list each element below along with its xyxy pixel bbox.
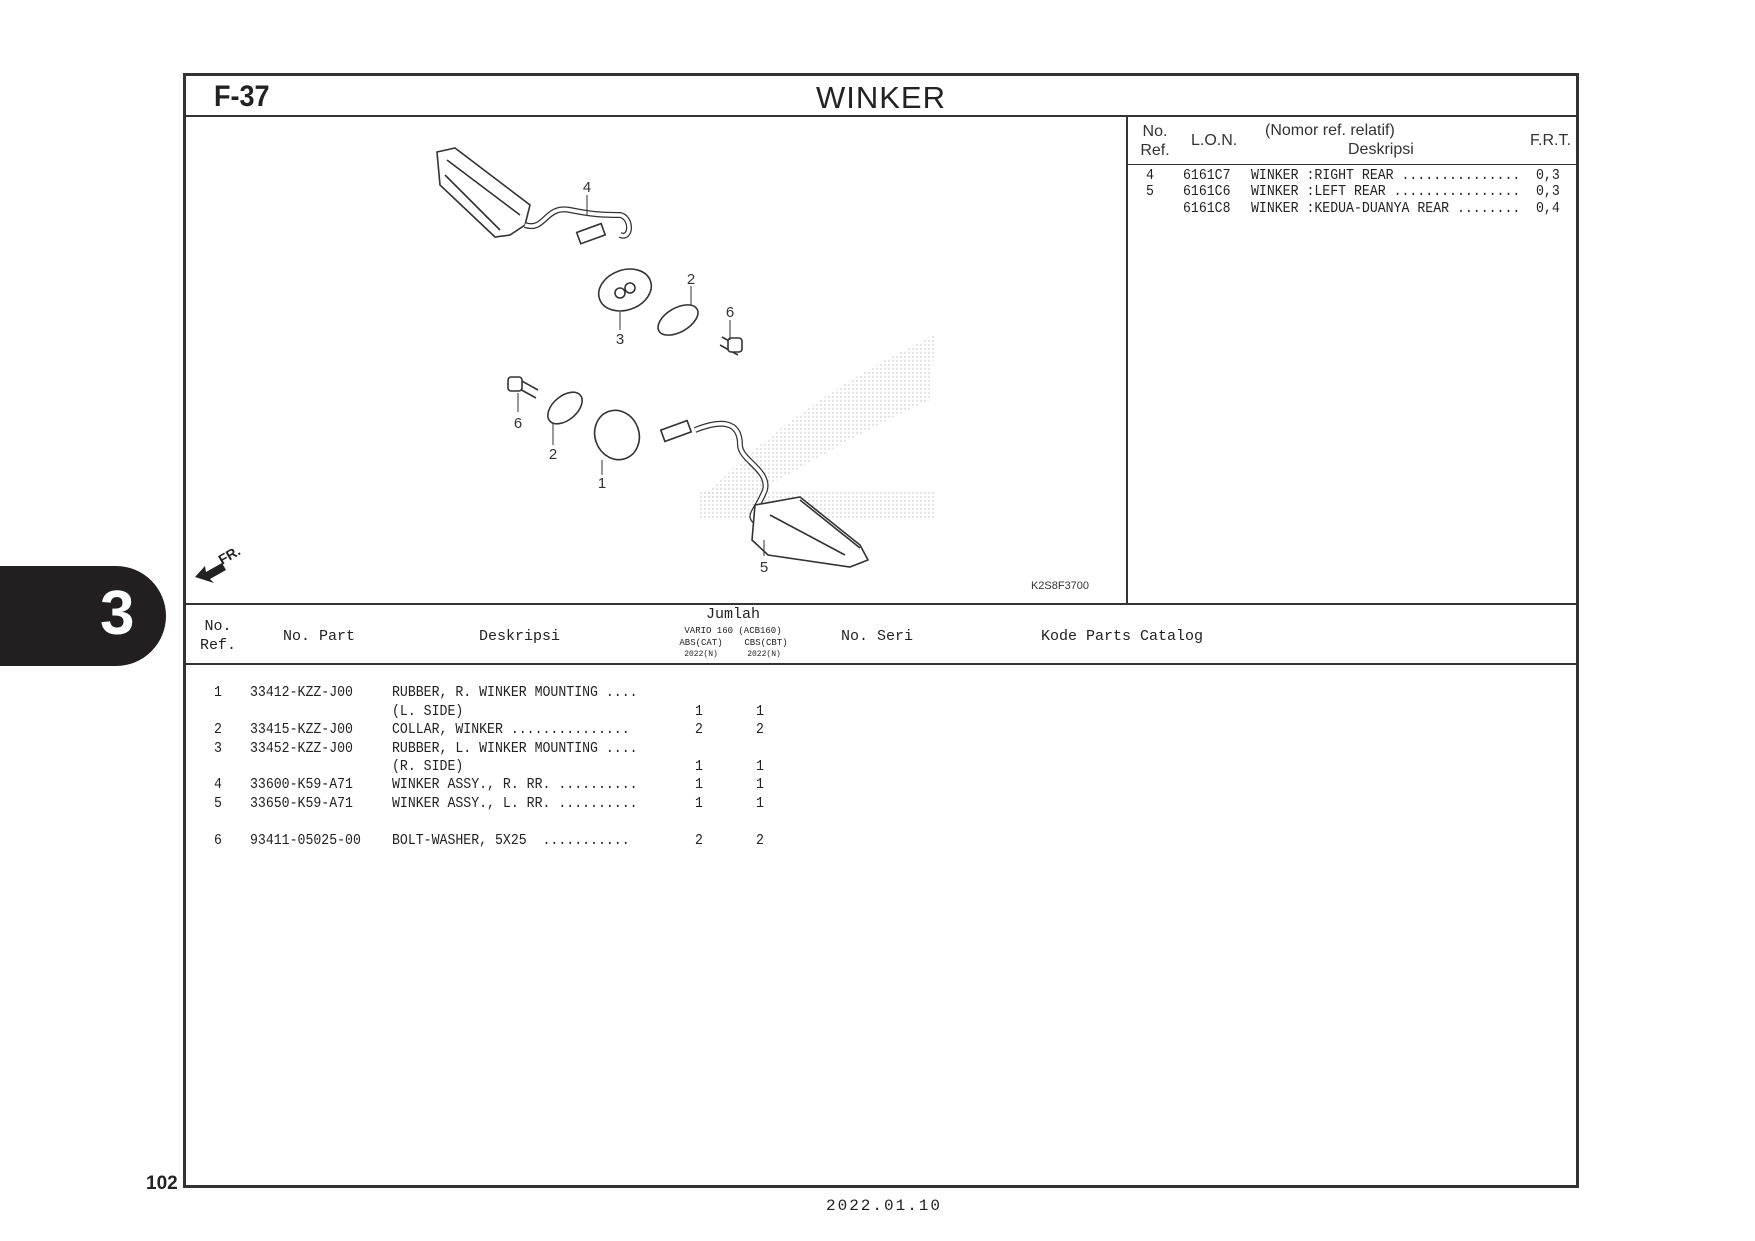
parts-header-model: VARIO 160 (ACB160) (684, 626, 782, 636)
qty-abs: 2 (695, 832, 703, 849)
diagram-code: K2S8F3700 (1031, 580, 1089, 592)
callout-4: 4 (583, 179, 591, 196)
divider (183, 603, 1579, 605)
callout-leaders (517, 195, 765, 556)
winker-assy-left-icon (659, 419, 870, 568)
page-title: WINKER (816, 80, 946, 115)
callout-2: 2 (549, 446, 557, 463)
parts-header-year2: 2022(N) (747, 650, 781, 659)
labor-header-lon: L.O.N. (1191, 132, 1238, 149)
callout-2: 2 (687, 271, 695, 288)
labor-header-frt: F.R.T. (1530, 132, 1571, 149)
labor-desc: WINKER :RIGHT REAR ............... (1251, 167, 1521, 184)
parts-header-cbs: CBS(CBT) (744, 638, 788, 648)
svg-text:FR.: FR. (216, 542, 244, 567)
callout-1: 1 (598, 475, 606, 492)
part-ref: 2 (214, 721, 222, 738)
revision-date: 2022.01.10 (825, 1197, 943, 1215)
parts-header-desc: Deskripsi (479, 628, 561, 645)
divider (1126, 115, 1128, 604)
chapter-tab (0, 566, 166, 666)
part-ref: 1 (214, 684, 222, 701)
parts-header-catalog: Kode Parts Catalog (1041, 628, 1204, 645)
labor-desc: WINKER :KEDUA-DUANYA REAR ........ (1251, 200, 1521, 217)
callout-5: 5 (760, 559, 768, 576)
parts-header-serial: No. Seri (841, 628, 914, 645)
divider (183, 115, 1579, 117)
parts-header-abs: ABS(CAT) (679, 638, 723, 648)
qty-cbs: 1 (756, 703, 764, 720)
labor-lon: 6161C6 (1183, 183, 1231, 200)
labor-ref: 4 (1146, 167, 1154, 184)
part-number: 33412-KZZ-J00 (250, 684, 353, 701)
rubber-mounting-icon (507, 268, 743, 461)
part-description: BOLT-WASHER, 5X25 ........... (392, 832, 630, 849)
part-ref: 5 (214, 795, 222, 812)
labor-header-desc-note: (Nomor ref. relatif) (1265, 122, 1395, 139)
part-ref: 4 (214, 776, 222, 793)
parts-header-year1: 2022(N) (684, 650, 718, 659)
divider (183, 663, 1579, 665)
part-number: 33415-KZZ-J00 (250, 721, 353, 738)
callout-6: 6 (726, 304, 734, 321)
part-description: WINKER ASSY., L. RR. .......... (392, 795, 638, 812)
qty-abs: 1 (695, 795, 703, 812)
labor-lon: 6161C8 (1183, 200, 1231, 217)
part-description: RUBBER, R. WINKER MOUNTING .... (392, 684, 638, 701)
part-description: COLLAR, WINKER ............... (392, 721, 630, 738)
labor-header-desc: Deskripsi (1348, 141, 1414, 158)
parts-header-qty: Jumlah (705, 606, 761, 623)
parts-header-ref: No. Ref. (200, 618, 237, 654)
part-description: (R. SIDE) (392, 758, 464, 775)
part-ref: 6 (214, 832, 222, 849)
qty-abs: 1 (695, 758, 703, 775)
qty-abs: 1 (695, 776, 703, 793)
qty-cbs: 1 (756, 795, 764, 812)
part-number: 33650-K59-A71 (250, 795, 353, 812)
labor-frt: 0,3 (1536, 167, 1560, 184)
page-number: 102 (146, 1173, 178, 1194)
labor-frt: 0,3 (1536, 183, 1560, 200)
labor-header-ref: No. Ref. (1140, 123, 1170, 159)
labor-frt: 0,4 (1536, 200, 1560, 217)
labor-lon: 6161C7 (1183, 167, 1231, 184)
honda-wing-watermark (700, 335, 935, 520)
qty-cbs: 2 (756, 721, 764, 738)
part-description: WINKER ASSY., R. RR. .......... (392, 776, 638, 793)
callout-6: 6 (514, 415, 522, 432)
callout-3: 3 (616, 331, 624, 348)
part-description: (L. SIDE) (392, 703, 464, 720)
parts-header-part: No. Part (283, 628, 356, 645)
part-ref: 3 (214, 740, 222, 757)
front-arrow-icon: FR. (195, 542, 243, 583)
part-number: 93411-05025-00 (250, 832, 361, 849)
part-number: 33600-K59-A71 (250, 776, 353, 793)
qty-cbs: 1 (756, 758, 764, 775)
part-number: 33452-KZZ-J00 (250, 740, 353, 757)
qty-cbs: 1 (756, 776, 764, 793)
labor-desc: WINKER :LEFT REAR ................ (1251, 183, 1521, 200)
page-frame (183, 73, 1579, 1188)
part-description: RUBBER, L. WINKER MOUNTING .... (392, 740, 638, 757)
section-code: F-37 (214, 80, 270, 113)
qty-abs: 2 (695, 721, 703, 738)
qty-abs: 1 (695, 703, 703, 720)
chapter-number: 3 (100, 579, 135, 648)
divider (1126, 164, 1579, 165)
labor-ref: 5 (1146, 183, 1154, 200)
qty-cbs: 2 (756, 832, 764, 849)
winker-assy-right-icon (436, 147, 632, 245)
